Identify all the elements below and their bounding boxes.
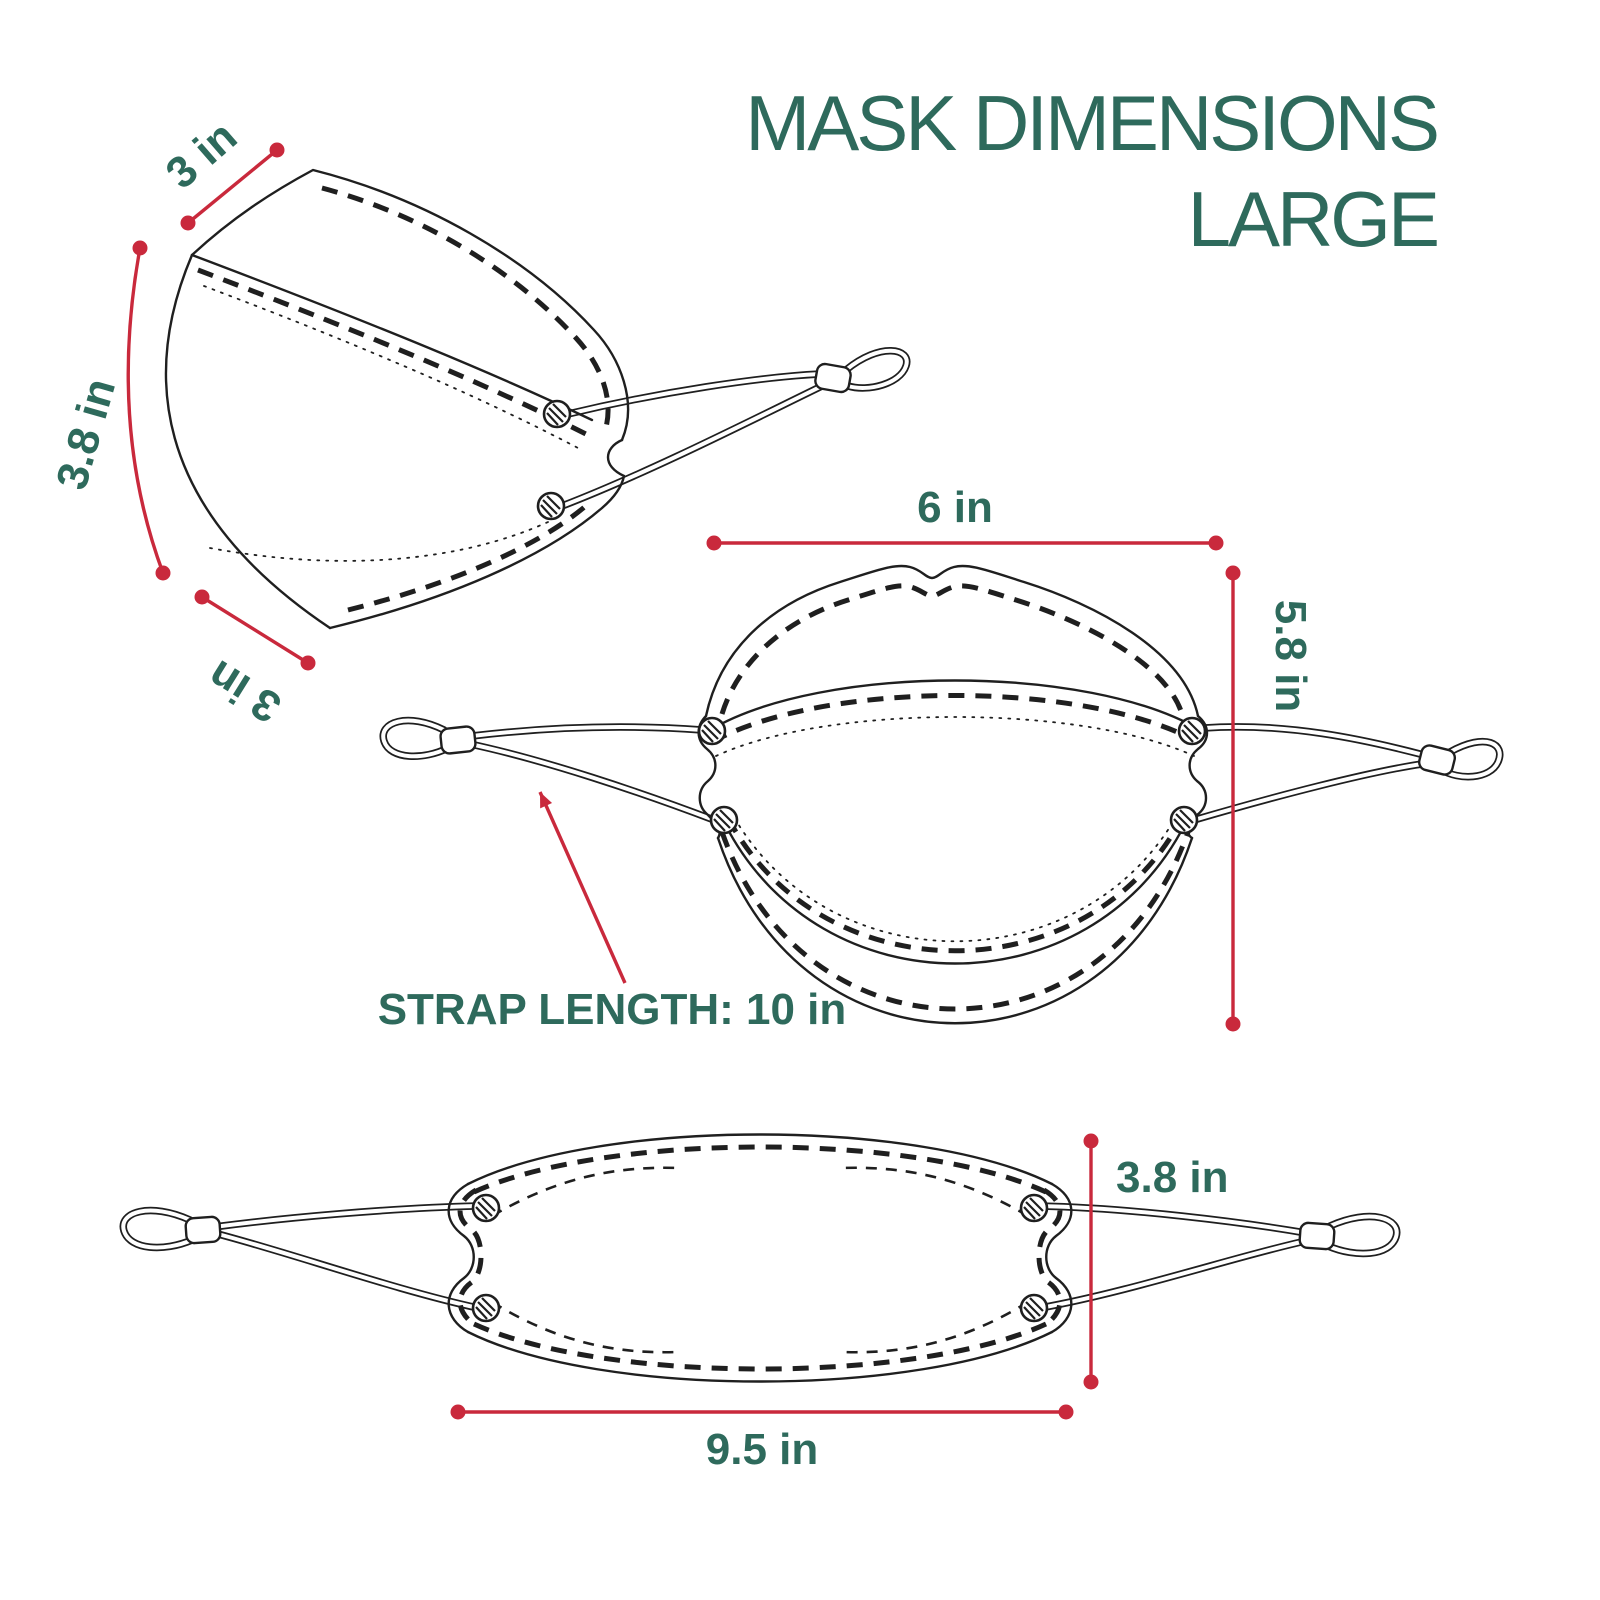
dim-front-width: 6 in <box>706 483 1224 551</box>
side-view-mask-outline <box>164 168 630 630</box>
flat-view-mask-outline <box>447 1133 1073 1383</box>
dim-label-side-bottom: 3 in <box>199 650 289 732</box>
dim-front-height: 5.8 in <box>1225 565 1315 1032</box>
flat-view: 3.8 in 9.5 in <box>119 1133 1401 1474</box>
eyelet <box>1169 805 1199 835</box>
dim-label-front-height: 5.8 in <box>1266 600 1315 713</box>
eyelet <box>697 716 727 746</box>
eyelet <box>471 1193 501 1223</box>
eyelet <box>1019 1193 1049 1223</box>
page-title: MASK DIMENSIONS LARGE <box>745 79 1440 263</box>
side-view-straps <box>558 347 911 510</box>
flat-view-straps <box>119 1202 1401 1312</box>
dim-label-flat-width: 9.5 in <box>706 1425 819 1474</box>
strap-toggle <box>1297 1221 1337 1251</box>
strap-loop <box>842 347 911 392</box>
title-line-2: LARGE <box>1188 175 1437 263</box>
front-view: 6 in 5.8 in STRAP LENGTH: 10 in <box>378 483 1504 1034</box>
dim-label-front-width: 6 in <box>917 483 993 532</box>
title-line-1: MASK DIMENSIONS <box>745 79 1437 167</box>
dim-flat-height: 3.8 in <box>1083 1133 1229 1390</box>
dim-label-side-height: 3.8 in <box>47 373 125 495</box>
front-view-mask-outline <box>697 564 1209 1025</box>
dim-side-height: 3.8 in <box>47 240 171 581</box>
strap-toggle <box>438 724 478 756</box>
strap-toggle <box>812 361 854 395</box>
dim-flat-width: 9.5 in <box>450 1404 1074 1474</box>
front-view-straps <box>379 716 1504 824</box>
dim-side-bottom-edge: 3 in <box>194 589 316 732</box>
eyelet <box>536 491 566 521</box>
eyelet <box>1019 1293 1049 1323</box>
dim-side-top-edge: 3 in <box>157 112 285 231</box>
strap-length-label: STRAP LENGTH: 10 in <box>378 985 847 1034</box>
eyelet <box>471 1293 501 1323</box>
eyelet <box>1177 716 1207 746</box>
strap-toggle <box>183 1215 223 1245</box>
strap-length-callout: STRAP LENGTH: 10 in <box>378 791 847 1034</box>
dim-label-flat-height: 3.8 in <box>1116 1153 1229 1202</box>
eyelet <box>542 399 572 429</box>
callout-arrowhead <box>540 792 553 809</box>
eyelet <box>709 805 739 835</box>
